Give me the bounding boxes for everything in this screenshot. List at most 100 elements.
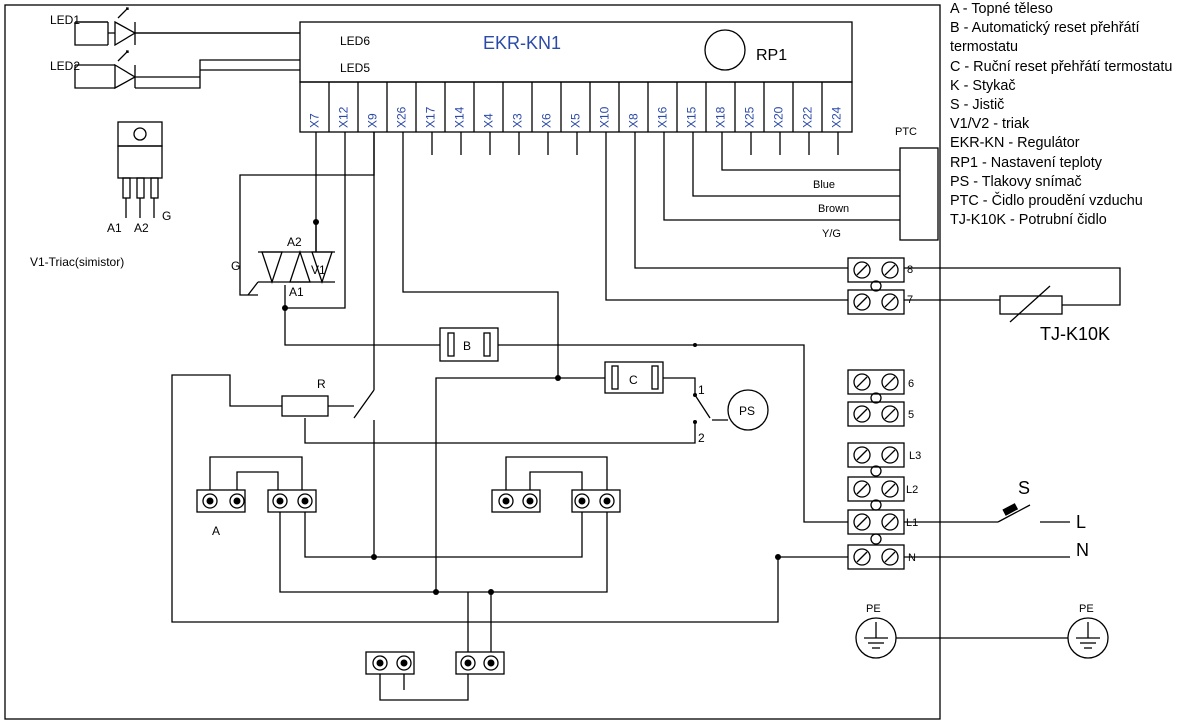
legend-item: A - Topné těleso [950,1,1053,17]
rp1-label: RP1 [756,47,787,64]
wire-x8-terminal8 [634,132,848,269]
package-pin-a1: A1 [107,221,122,235]
terminal-l3-label: L3 [909,450,921,462]
pin-label-x6: X6 [540,113,554,128]
pin-label-x4: X4 [482,113,496,128]
wire-c-left [435,377,605,592]
pin-label-x25: X25 [743,106,757,128]
pe-right-label: PE [1079,603,1094,615]
wire-yg-label: Y/G [822,228,841,240]
legend-item: TJ-K10K - Potrubní čidlo [950,212,1107,229]
wire-x26 [402,132,559,378]
legend-item: PS - Tlakovy snímač [950,173,1082,190]
pin-label-x18: X18 [714,106,728,128]
heater-b-bridge [505,456,608,490]
pin-label-x15: X15 [685,106,699,128]
relay-contact [328,132,375,419]
contact-2-label: 2 [698,431,705,445]
pin-stubs [431,132,839,155]
led1-diode-icon [74,7,300,47]
wire-ps-contact2 [304,418,696,444]
pin-label-x5: X5 [569,113,583,128]
wire-relay-outer [171,374,779,623]
switch-s-actuator [1002,503,1019,516]
heater-a-terminal-left [196,489,246,513]
legend-item: termostatu [950,39,1018,56]
ptc-wire-brown [663,132,900,221]
pin-label-x10: X10 [598,106,612,128]
pin-label-x26: X26 [395,106,409,128]
pin-label-x9: X9 [366,113,380,128]
triac-v1-icon [247,249,335,296]
switch-s [904,504,1070,523]
legend-item: S - Jistič [950,97,1005,114]
pin-label-x7: X7 [308,113,322,128]
tj-k10k-sensor [999,295,1063,315]
terminal-l1-label: L1 [906,517,918,529]
legend-item: EKR-KN - Regulátor [950,135,1080,152]
wire-relay-down [373,420,583,558]
package-pin-a2: A2 [134,221,149,235]
legend-item: PTC - Čidlo proudění vzduchu [950,193,1143,210]
pin-label-x3: X3 [511,113,525,128]
triac-caption: V1-Triac(simistor) [30,255,124,269]
heater-a-wire-2 [304,512,374,558]
pe-ground-right-icon [1067,617,1109,659]
heater-c-bridge [379,592,492,701]
pin-label-x20: X20 [772,106,786,128]
triac-a1-label: A1 [289,285,304,299]
package-pin-g: G [162,209,171,223]
triac-g-label: G [231,259,240,273]
wire-blue-label: Blue [813,179,835,191]
terminal-l2-label: L2 [906,484,918,496]
relay-r [281,395,329,417]
wire-x12 [284,132,346,309]
heater-a-wire-1 [279,512,492,645]
led1-label: LED1 [50,13,80,27]
heater-b-terminal-right [571,489,621,513]
terminal-n-label: N [908,552,916,564]
rp1-potentiometer [704,29,746,71]
ps-label: PS [739,404,755,418]
led2-diode-icon [74,50,300,90]
terminal-6-label: 6 [908,378,914,390]
heater-b-terminal-left [491,489,541,513]
wire-brown-label: Brown [818,203,849,215]
legend-item: V1/V2 - triak [950,116,1030,133]
heater-c-terminal-left [365,651,415,675]
terminal-7-label: 7 [907,294,913,306]
led2-label: LED2 [50,59,80,73]
terminal-8-label: 8 [907,264,913,276]
wire-x10-terminal7 [605,132,848,301]
pin-label-x12: X12 [337,106,351,128]
ptc-wire-x18 [721,132,900,171]
pin-strip [299,81,853,133]
legend: A - Topné těleso B - Automatický reset p… [950,0,1200,230]
terminal-5-label: 5 [908,409,914,421]
pe-left-label: PE [866,603,881,615]
wire-tj [904,267,1121,306]
pin-label-x14: X14 [453,106,467,128]
contact-1-label: 1 [698,383,705,397]
wire-b-to-l1 [498,344,848,523]
heater-a-bridge [209,456,303,490]
heater-a-terminal-right [267,489,317,513]
triac-v1-label: V1 [311,263,326,277]
component-b-label: B [463,339,471,353]
wire-a1-to-b [284,308,440,346]
triac-package-icon [117,121,163,218]
enclosure-frame [4,4,941,720]
triac-a2-label: A2 [287,235,302,249]
led6-label: LED6 [340,34,370,48]
terminal-blocks [847,257,905,570]
line-l-label: L [1076,512,1086,532]
led5-label: LED5 [340,61,370,75]
ptc-sensor [899,147,939,241]
pe-ground-left-icon [855,617,897,659]
pin-label-x24: X24 [830,106,844,128]
pin-label-x8: X8 [627,113,641,128]
heater-c-terminal-right [455,651,505,675]
screw-heads [202,261,899,671]
